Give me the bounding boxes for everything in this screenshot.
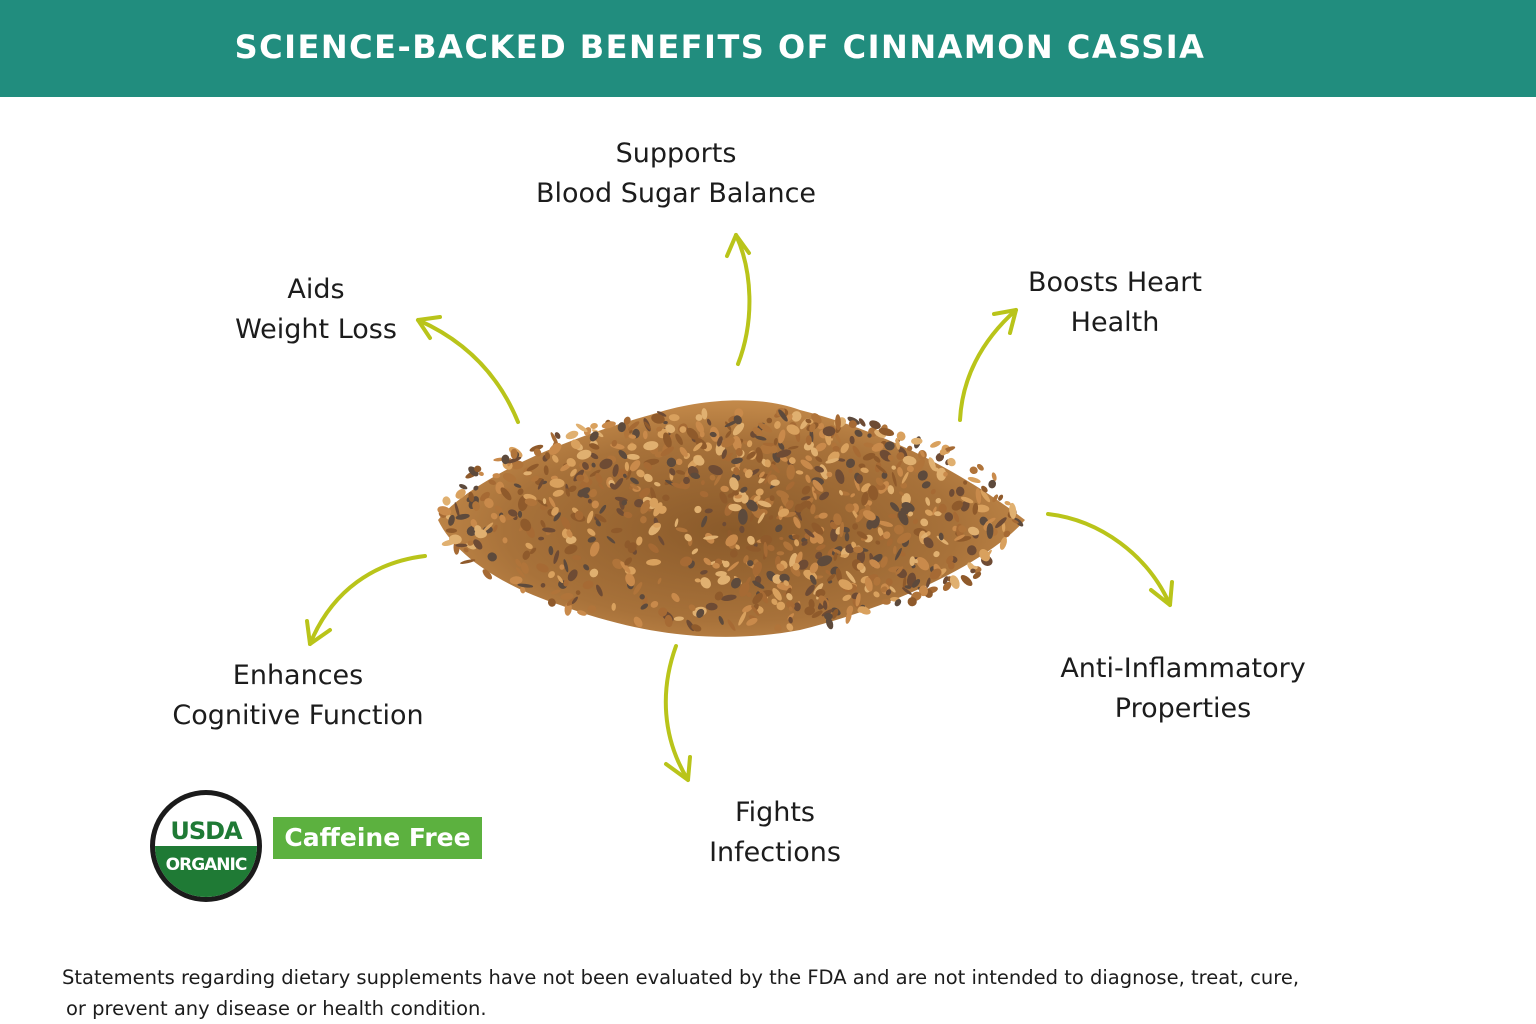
arrows xyxy=(305,233,1174,782)
fda-disclaimer: Statements regarding dietary supplements… xyxy=(62,962,1302,1024)
arrow-cognitive-icon xyxy=(305,554,427,646)
disclaimer-line: or prevent any disease or health conditi… xyxy=(66,997,487,1020)
arrow-infections-icon xyxy=(663,644,692,782)
benefit-line: Enhances xyxy=(232,660,364,691)
arrow-blood-sugar-icon xyxy=(725,233,752,366)
benefit-line: Blood Sugar Balance xyxy=(535,178,817,209)
usda-organic-seal: USDA ORGANIC xyxy=(150,790,262,902)
arrow-heart-icon xyxy=(958,308,1018,422)
header-banner: SCIENCE-BACKED BENEFITS OF CINNAMON CASS… xyxy=(0,0,1536,97)
benefit-line: Health xyxy=(1070,307,1160,338)
badges: USDA ORGANIC Caffeine Free xyxy=(150,790,490,905)
benefit-anti-inflammatory: Anti-Inflammatory Properties xyxy=(1033,649,1333,729)
benefit-line: Infections xyxy=(709,837,841,868)
benefit-weight-loss: Aids Weight Loss xyxy=(176,270,456,350)
benefit-line: Properties xyxy=(1114,693,1252,724)
cinnamon-pile-image xyxy=(437,400,1025,637)
usda-seal-top-text: USDA xyxy=(170,817,242,845)
benefit-line: Supports xyxy=(615,138,737,169)
benefit-line: Anti-Inflammatory xyxy=(1060,653,1306,684)
benefit-blood-sugar: Supports Blood Sugar Balance xyxy=(476,134,876,214)
benefit-heart-health: Boosts Heart Health xyxy=(985,263,1245,343)
benefit-line: Cognitive Function xyxy=(172,700,424,731)
usda-seal-bottom-text: ORGANIC xyxy=(165,855,248,875)
benefit-line: Boosts Heart xyxy=(1027,267,1202,298)
benefit-line: Weight Loss xyxy=(235,314,397,345)
caffeine-free-badge: Caffeine Free xyxy=(273,817,482,859)
disclaimer-line: Statements regarding dietary supplements… xyxy=(62,966,1300,989)
benefit-line: Aids xyxy=(287,274,345,305)
benefit-line: Fights xyxy=(735,797,815,828)
benefit-cognitive-function: Enhances Cognitive Function xyxy=(118,656,478,736)
arrow-weight-loss-icon xyxy=(416,315,520,424)
arrow-inflammatory-icon xyxy=(1046,512,1174,607)
benefit-fights-infections: Fights Infections xyxy=(660,793,890,873)
page-title: SCIENCE-BACKED BENEFITS OF CINNAMON CASS… xyxy=(234,28,1206,66)
